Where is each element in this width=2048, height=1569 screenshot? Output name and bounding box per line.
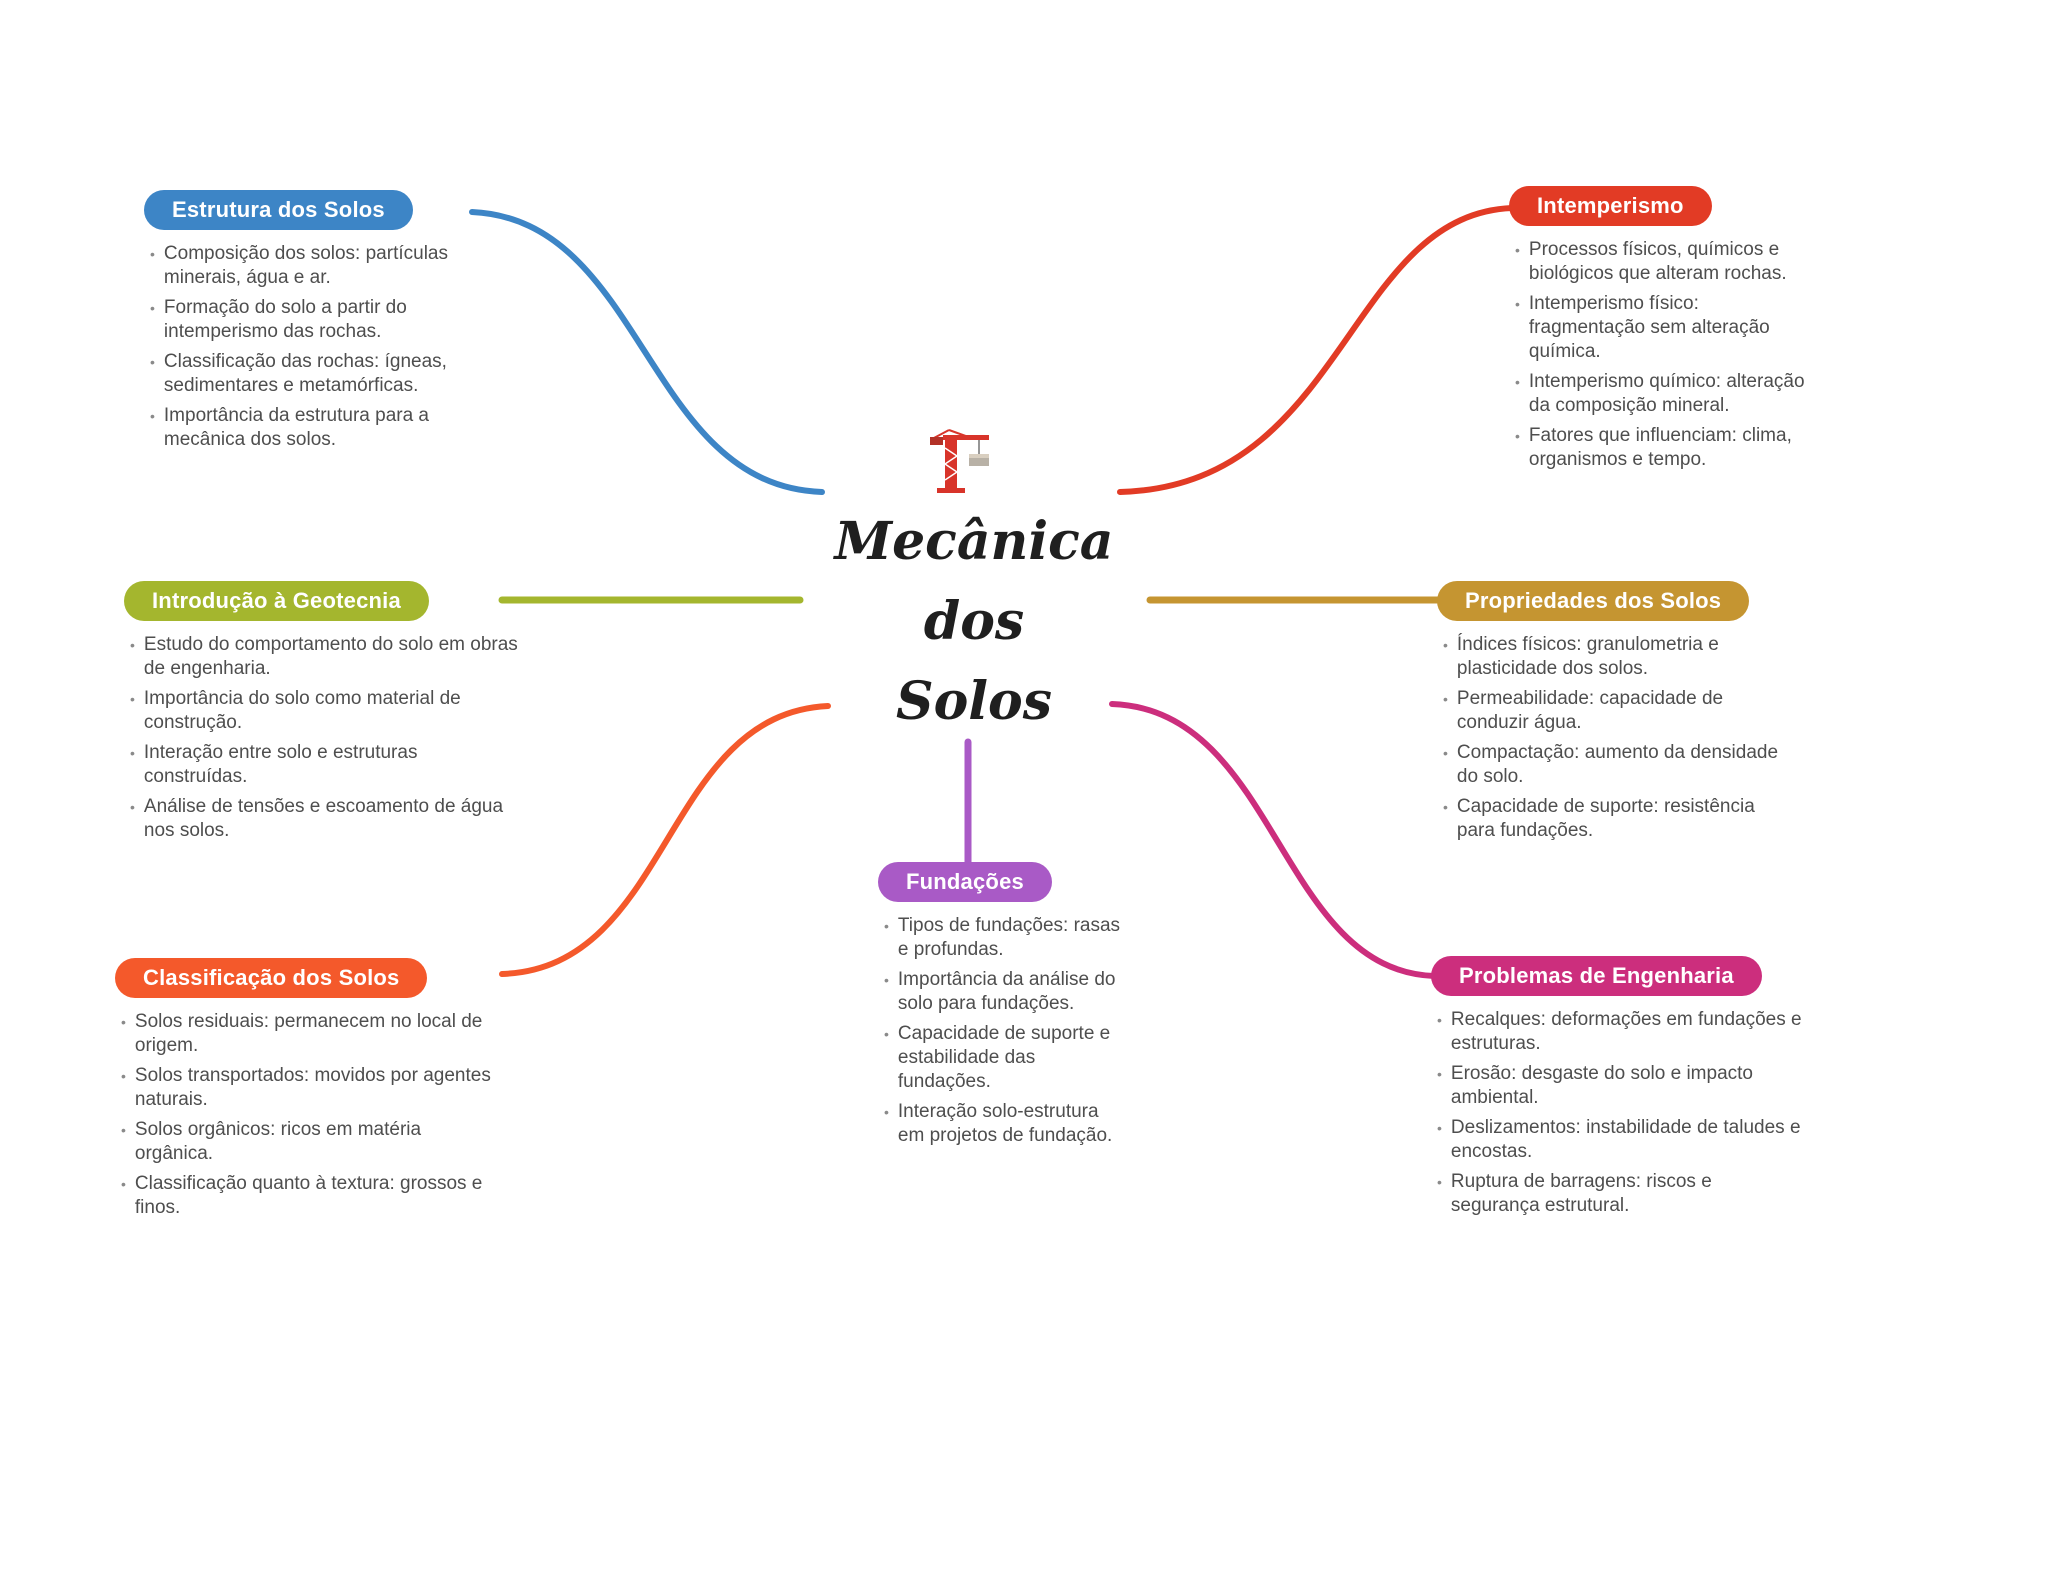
branch-label: Estrutura dos Solos: [172, 197, 385, 222]
list-item: •Fatores que influenciam: clima, organis…: [1515, 425, 1792, 470]
branch-header[interactable]: Fundações: [878, 862, 1052, 902]
bullet-icon: •: [1437, 1066, 1442, 1082]
branch-label: Introdução à Geotecnia: [152, 588, 401, 613]
bullet-icon: •: [884, 1026, 889, 1042]
bullet-icon: •: [130, 799, 135, 815]
bullet-icon: •: [884, 918, 889, 934]
branch-label: Classificação dos Solos: [143, 965, 400, 990]
bullet-icon: •: [1515, 296, 1520, 312]
list-item: •Compactação: aumento da densidade do so…: [1443, 742, 1779, 787]
bullet-icon: •: [150, 300, 155, 316]
connector-intemperismo: [1117, 205, 1515, 495]
bullet-icon: •: [884, 972, 889, 988]
bullet-icon: •: [130, 691, 135, 707]
branch-items: •Solos residuais: permanecem no local de…: [115, 1010, 496, 1220]
list-item: •Solos residuais: permanecem no local de…: [121, 1011, 483, 1056]
branch-items: •Estudo do comportamento do solo em obra…: [124, 633, 520, 843]
list-item: •Processos físicos, químicos e biológico…: [1515, 239, 1787, 284]
branch-label: Fundações: [906, 869, 1024, 894]
connector-classificacao: [499, 703, 831, 977]
branch-label: Propriedades dos Solos: [1465, 588, 1722, 613]
branch-header[interactable]: Problemas de Engenharia: [1431, 956, 1762, 996]
branch-problemas-de-engenharia: Problemas de Engenharia •Recalques: defo…: [1431, 956, 1831, 1224]
branch-estrutura-dos-solos: Estrutura dos Solos •Composição dos solo…: [144, 190, 484, 458]
center-title: Mecânica dos Solos: [828, 502, 1120, 742]
list-item: •Formação do solo a partir do intemperis…: [150, 297, 407, 342]
bullet-icon: •: [884, 1104, 889, 1120]
branch-intemperismo: Intemperismo •Processos físicos, químico…: [1509, 186, 1819, 478]
bullet-icon: •: [121, 1014, 126, 1030]
bullet-icon: •: [150, 408, 155, 424]
bullet-icon: •: [1515, 428, 1520, 444]
bullet-icon: •: [1437, 1174, 1442, 1190]
bullet-icon: •: [1515, 374, 1520, 390]
list-item: •Recalques: deformações em fundações e e…: [1437, 1009, 1802, 1054]
branch-items: •Tipos de fundações: rasas e profundas. …: [878, 914, 1129, 1148]
branch-items: •Composição dos solos: partículas minera…: [144, 242, 480, 452]
bullet-icon: •: [150, 354, 155, 370]
list-item: •Intemperismo químico: alteração da comp…: [1515, 371, 1805, 416]
branch-label: Intemperismo: [1537, 193, 1684, 218]
list-item: •Deslizamentos: instabilidade de taludes…: [1437, 1117, 1801, 1162]
branch-label: Problemas de Engenharia: [1459, 963, 1734, 988]
list-item: •Capacidade de suporte: resistência para…: [1443, 796, 1755, 841]
connector-problemas: [1109, 701, 1437, 979]
bullet-icon: •: [150, 246, 155, 262]
list-item: •Erosão: desgaste do solo e impacto ambi…: [1437, 1063, 1753, 1108]
branch-items: •Processos físicos, químicos e biológico…: [1509, 238, 1810, 472]
list-item: •Permeabilidade: capacidade de conduzir …: [1443, 688, 1724, 733]
center-title-line: dos: [923, 591, 1025, 652]
bullet-icon: •: [1443, 745, 1448, 761]
branch-header[interactable]: Propriedades dos Solos: [1437, 581, 1750, 621]
bullet-icon: •: [130, 745, 135, 761]
list-item: •Solos orgânicos: ricos em matéria orgân…: [121, 1119, 422, 1164]
branch-header[interactable]: Introdução à Geotecnia: [124, 581, 429, 621]
list-item: •Índices físicos: granulometria e plasti…: [1443, 634, 1719, 679]
list-item: •Interação entre solo e estruturas const…: [130, 742, 418, 787]
bullet-icon: •: [1443, 691, 1448, 707]
list-item: •Capacidade de suporte e estabilidade da…: [884, 1023, 1111, 1092]
bullet-icon: •: [121, 1176, 126, 1192]
list-item: •Importância do solo como material de co…: [130, 688, 461, 733]
bullet-icon: •: [121, 1068, 126, 1084]
branch-propriedades-dos-solos: Propriedades dos Solos •Índices físicos:…: [1437, 581, 1817, 849]
list-item: •Composição dos solos: partículas minera…: [150, 243, 448, 288]
bullet-icon: •: [121, 1122, 126, 1138]
bullet-icon: •: [1443, 799, 1448, 815]
branch-fundacoes: Fundações •Tipos de fundações: rasas e p…: [878, 862, 1138, 1154]
branch-classificacao-dos-solos: Classificação dos Solos •Solos residuais…: [115, 958, 505, 1226]
bullet-icon: •: [1515, 242, 1520, 258]
bullet-icon: •: [1437, 1012, 1442, 1028]
list-item: •Importância da análise do solo para fun…: [884, 969, 1116, 1014]
center-title-line: Mecânica: [834, 511, 1114, 572]
connector-estrutura: [469, 209, 825, 495]
list-item: •Tipos de fundações: rasas e profundas.: [884, 915, 1121, 960]
branch-header[interactable]: Classificação dos Solos: [115, 958, 428, 998]
list-item: •Estudo do comportamento do solo em obra…: [130, 634, 518, 679]
list-item: •Análise de tensões e escoamento de água…: [130, 796, 504, 841]
center-title-line: Solos: [896, 671, 1052, 732]
branch-items: •Recalques: deformações em fundações e e…: [1431, 1008, 1802, 1218]
crane-icon: [930, 429, 989, 493]
bullet-icon: •: [130, 637, 135, 653]
list-item: •Classificação das rochas: ígneas, sedim…: [150, 351, 447, 396]
branch-header[interactable]: Estrutura dos Solos: [144, 190, 413, 230]
list-item: •Ruptura de barragens: riscos e seguranç…: [1437, 1171, 1712, 1216]
branch-items: •Índices físicos: granulometria e plasti…: [1437, 633, 1798, 843]
list-item: •Intemperismo físico: fragmentação sem a…: [1515, 293, 1770, 362]
list-item: •Classificação quanto à textura: grossos…: [121, 1173, 483, 1218]
list-item: •Interação solo-estrutura em projetos de…: [884, 1101, 1113, 1146]
bullet-icon: •: [1437, 1120, 1442, 1136]
list-item: •Importância da estrutura para a mecânic…: [150, 405, 429, 450]
branch-header[interactable]: Intemperismo: [1509, 186, 1712, 226]
branch-introducao-a-geotecnia: Introdução à Geotecnia •Estudo do compor…: [124, 581, 524, 849]
list-item: •Solos transportados: movidos por agente…: [121, 1065, 491, 1110]
bullet-icon: •: [1443, 637, 1448, 653]
